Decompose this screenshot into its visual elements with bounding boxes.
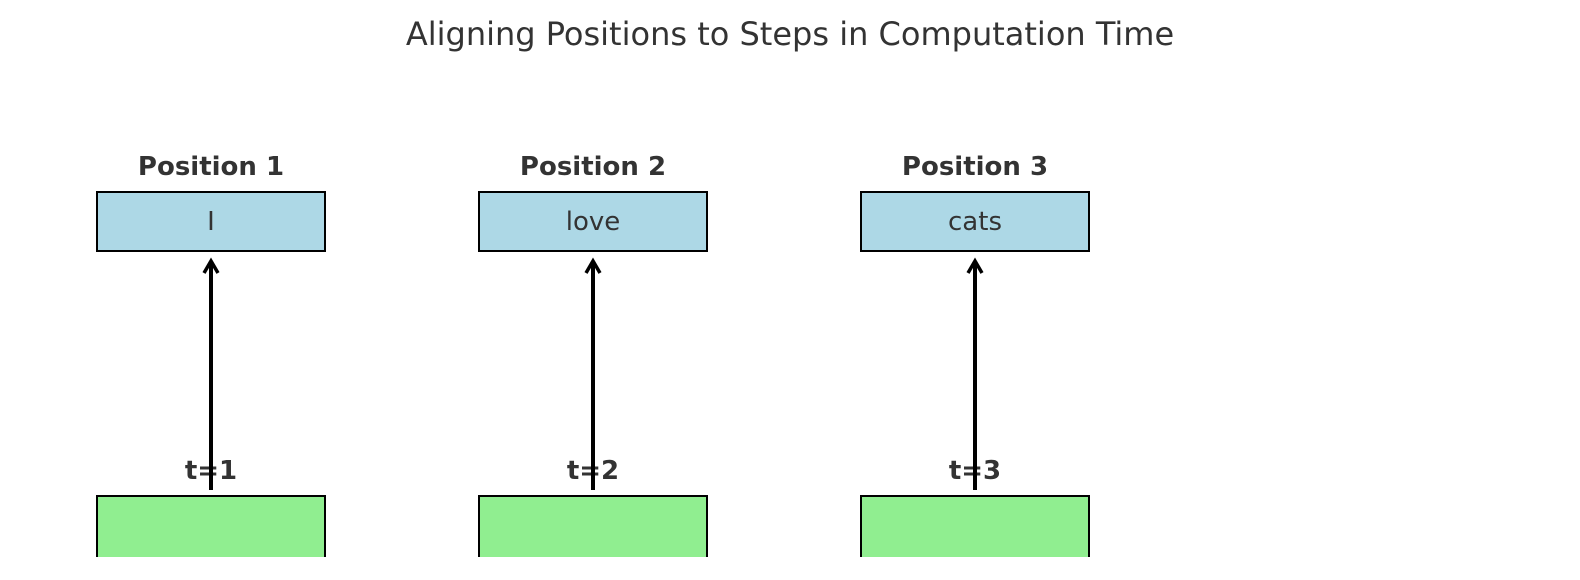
token-box-1: I — [96, 191, 326, 252]
step-box-3 — [860, 495, 1090, 557]
position-label-1: Position 1 — [137, 152, 285, 182]
token-box-2: love — [478, 191, 708, 252]
time-label-1: t=1 — [184, 456, 238, 486]
token-box-3: cats — [860, 191, 1090, 252]
position-label-2: Position 2 — [519, 152, 667, 182]
step-box-2 — [478, 495, 708, 557]
time-label-2: t=2 — [566, 456, 620, 486]
position-label-3: Position 3 — [901, 152, 1049, 182]
diagram-title: Aligning Positions to Steps in Computati… — [405, 15, 1175, 53]
step-box-1 — [96, 495, 326, 557]
time-label-3: t=3 — [948, 456, 1002, 486]
